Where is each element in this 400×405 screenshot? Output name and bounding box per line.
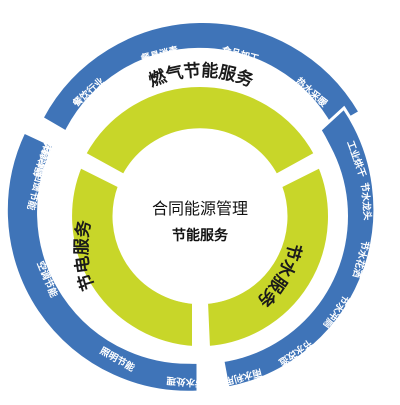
inner-segment-water	[203, 163, 332, 351]
center-circle	[116, 136, 284, 304]
outer-label-right-5: 污水处理	[166, 374, 205, 389]
outer-label-right-0: 节水龙头	[358, 182, 373, 221]
outer-ring	[4, 20, 377, 394]
outer-segment-top	[39, 20, 363, 135]
inner-ring	[68, 82, 332, 351]
inner-segment-gas	[81, 82, 319, 179]
center-title: 合同能源管理	[152, 199, 248, 218]
center-subtitle: 节能服务	[172, 227, 229, 244]
outer-segment-left	[4, 130, 200, 394]
